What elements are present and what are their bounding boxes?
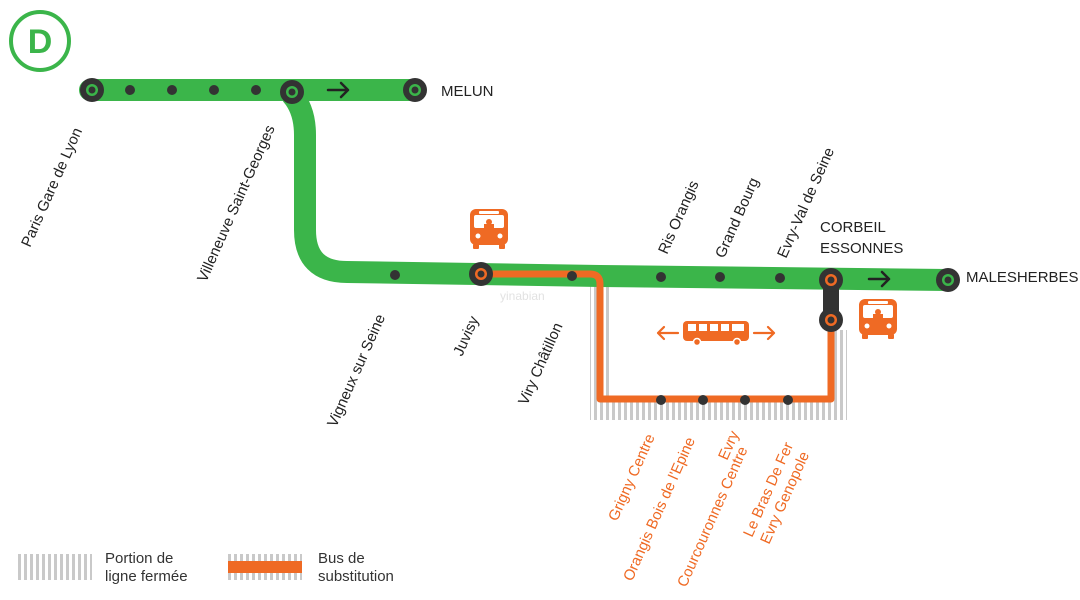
station-vigneux-label: Vigneux sur Seine <box>324 312 389 430</box>
svg-text:yinabian: yinabian <box>500 289 545 303</box>
station-ris-label: Ris Orangis <box>655 178 702 256</box>
bus-side-icon <box>656 321 776 347</box>
line-d-letter: D <box>28 23 53 61</box>
terminal-malesherbes-label: MALESHERBES <box>966 269 1079 286</box>
station-malesherbes-marker <box>936 268 960 292</box>
station-grand-bourg-label: Grand Bourg <box>712 175 762 260</box>
bus-substitution-line <box>481 270 835 403</box>
legend: Portion de ligne fermée Bus de substitut… <box>18 550 394 585</box>
station-villeneuve-label: Villeneuve Saint-Georges <box>194 123 279 285</box>
bus-front-icon <box>470 209 508 249</box>
legend-closed-swatch <box>18 554 92 580</box>
station-viry-label: Viry Châtillon <box>515 320 566 407</box>
legend-bus-label-line1: Bus de <box>318 550 365 567</box>
major-stations <box>80 78 960 332</box>
legend-closed-label-line1: Portion de <box>105 550 173 567</box>
station-paris-label: Paris Gare de Lyon <box>18 125 86 249</box>
intermediate-stations-top <box>125 85 261 95</box>
bus-stop-dots <box>656 395 793 405</box>
station-melun-marker <box>403 78 427 102</box>
intermediate-stations-bottom <box>390 270 785 283</box>
line-d-badge: D <box>9 10 71 72</box>
arrow-right-icon <box>867 270 891 288</box>
station-paris-marker <box>80 78 104 102</box>
station-corbeil-label-line2: ESSONNES <box>820 240 903 257</box>
station-juvisy-marker <box>469 262 493 286</box>
terminal-melun-label: MELUN <box>441 83 494 100</box>
closed-portion <box>590 286 847 420</box>
station-corbeil-label-line1: CORBEIL <box>820 219 886 236</box>
legend-closed-label-line2: ligne fermée <box>105 568 188 585</box>
station-villeneuve-marker <box>280 80 304 104</box>
bus-front-icon <box>859 299 897 339</box>
watermark: yinabian <box>500 289 545 303</box>
legend-bus-swatch <box>228 561 302 573</box>
arrow-right-icon <box>326 81 350 99</box>
legend-bus-label-line2: substitution <box>318 568 394 585</box>
station-corbeil-marker <box>819 268 843 292</box>
station-juvisy-label: Juvisy <box>450 313 483 358</box>
station-corbeil-bus-marker <box>819 308 843 332</box>
